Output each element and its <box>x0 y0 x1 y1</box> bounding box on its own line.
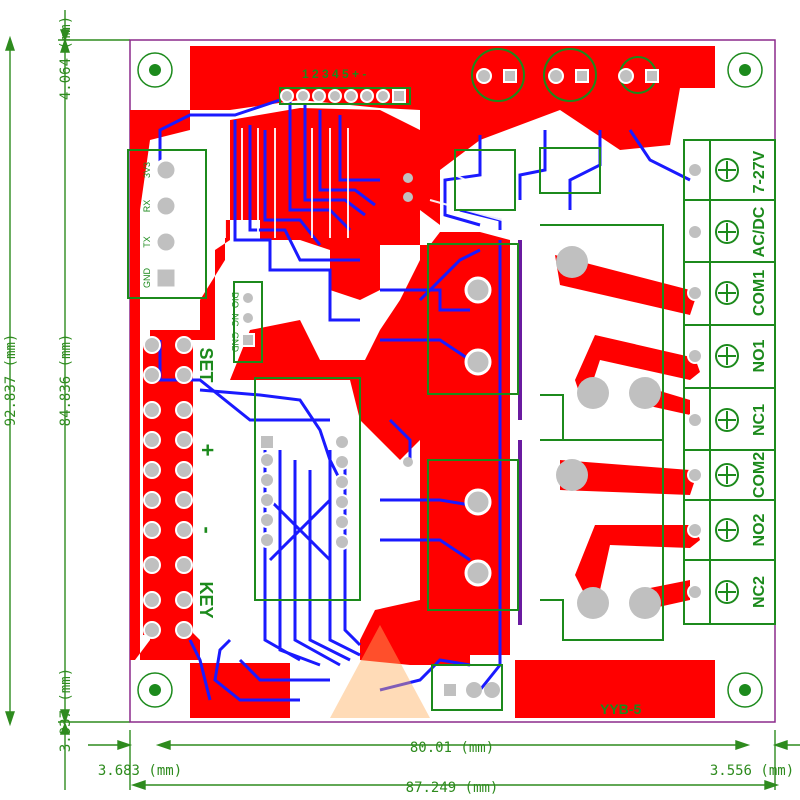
silk-terminal-no1: NO1 <box>751 339 768 372</box>
silk-side-dio: DIO <box>230 292 240 308</box>
silk-terminal-nc2: NC2 <box>751 576 768 608</box>
relay1-pad <box>629 377 661 409</box>
mounting-hole-icon <box>137 672 173 708</box>
relay2-pad <box>629 587 661 619</box>
dim-text-inner-width: 80.01 (mm) <box>410 740 494 756</box>
relay-1-outline <box>427 243 519 395</box>
mounting-hole-icon <box>727 52 763 88</box>
dim-text-margin-bottom: 3.937 (mm) <box>58 668 74 752</box>
dim-text-inner-height: 84.836 (mm) <box>58 334 74 427</box>
silk-button-set: SET <box>196 347 216 382</box>
silk-button-minus: - <box>195 526 220 533</box>
screw-terminal-icon <box>715 158 739 604</box>
silk-terminal-com1: COM1 <box>751 270 768 316</box>
silk-side-nc: NC <box>230 314 240 327</box>
dim-text-margin-left: 3.683 (mm) <box>98 763 182 779</box>
silk-button-key: KEY <box>196 581 216 618</box>
silk-pin-rx: RX <box>142 200 152 213</box>
relay2-pad <box>577 587 609 619</box>
silk-button-plus: + <box>195 444 220 457</box>
dim-text-total-width: 87.249 (mm) <box>406 780 499 796</box>
silk-side-gnd: GND <box>230 332 240 353</box>
silk-terminal-nc1: NC1 <box>751 404 768 436</box>
connector-outline-left <box>127 149 207 299</box>
silk-pin-3v3: 3V3 <box>142 162 152 178</box>
mounting-hole-icon <box>137 52 173 88</box>
relay1-pad <box>577 377 609 409</box>
silk-terminal-com2: COM2 <box>751 452 768 498</box>
pads <box>143 48 661 698</box>
dim-text-margin-top: 4.064 (mm) <box>58 16 74 100</box>
dim-text-margin-right: 3.556 (mm) <box>710 763 794 779</box>
silk-power-label: 7-27V <box>751 150 768 193</box>
terminal-block-outline <box>683 139 776 625</box>
mounting-hole-icon <box>727 672 763 708</box>
relay-2-outline <box>427 459 519 611</box>
silk-terminal-no2: NO2 <box>751 513 768 546</box>
dim-text-total-height: 92.837 (mm) <box>3 334 19 427</box>
dim-arrow-top <box>5 35 15 51</box>
silk-header-numbers: 1 2 3 4 5 + - <box>302 67 366 81</box>
mounting-holes <box>137 52 763 708</box>
trace-gaps <box>224 128 521 238</box>
silk-pin-gnd: GND <box>142 268 152 289</box>
dim-arrow-bottom <box>5 711 15 727</box>
screw-terminals <box>687 158 739 604</box>
watermark-logo <box>330 625 430 718</box>
relay1-pad <box>556 246 588 278</box>
dimension-group <box>5 10 800 790</box>
silk-terminal-acdc: AC/DC <box>751 206 768 257</box>
relay2-pad <box>556 459 588 491</box>
silk-board-name: YYB-5 <box>600 701 641 717</box>
silk-pin-tx: TX <box>142 236 152 248</box>
